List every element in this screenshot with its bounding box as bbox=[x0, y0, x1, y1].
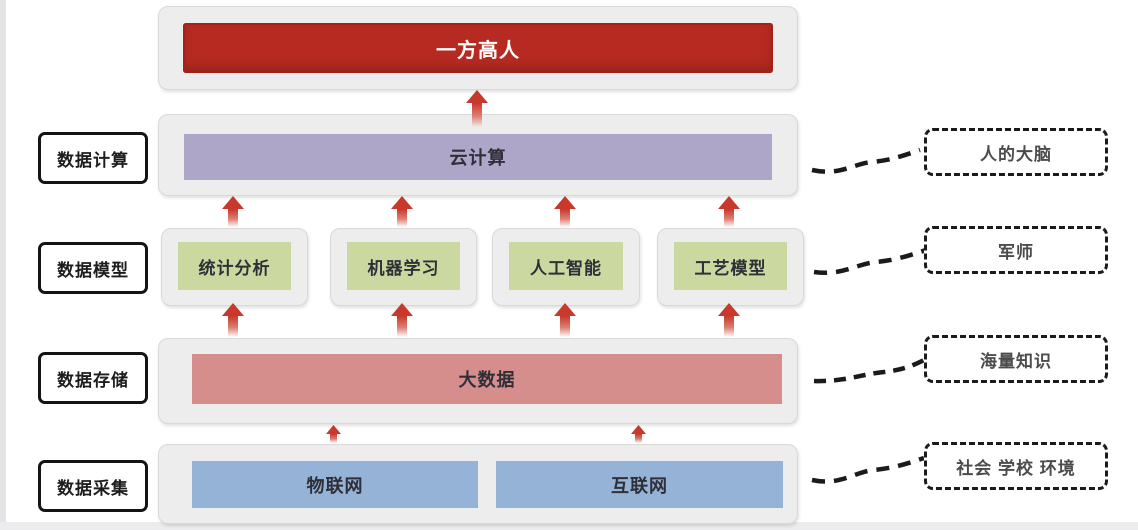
machine-learning-bar: 机器学习 bbox=[347, 242, 460, 290]
cloud-computing-container: 云计算 bbox=[158, 114, 798, 196]
model-box-statistics: 统计分析 bbox=[161, 228, 308, 306]
cloud-computing-bar: 云计算 bbox=[184, 134, 772, 180]
data-collection-container: 物联网 互联网 bbox=[158, 444, 798, 524]
process-model-bar: 工艺模型 bbox=[674, 242, 787, 290]
model-box-machine-learning: 机器学习 bbox=[330, 228, 477, 306]
side-label-data-computing: 数据计算 bbox=[38, 132, 148, 184]
internet-bar: 互联网 bbox=[496, 461, 783, 508]
side-label-data-collection: 数据采集 bbox=[38, 460, 148, 512]
up-arrow-icon bbox=[326, 425, 341, 443]
dashed-connector-adviser bbox=[813, 247, 927, 276]
up-arrow-icon bbox=[466, 90, 488, 127]
statistics-analysis-bar: 统计分析 bbox=[178, 242, 291, 290]
up-arrow-icon bbox=[222, 196, 244, 227]
model-box-ai: 人工智能 bbox=[492, 228, 640, 306]
up-arrow-icon bbox=[554, 303, 576, 337]
iot-bar: 物联网 bbox=[192, 461, 478, 508]
model-box-process-model: 工艺模型 bbox=[657, 228, 804, 306]
artificial-intelligence-bar: 人工智能 bbox=[509, 242, 623, 290]
page-left-edge bbox=[0, 0, 6, 530]
up-arrow-icon bbox=[554, 196, 576, 227]
side-label-data-storage: 数据存储 bbox=[38, 352, 148, 404]
side-label-data-model: 数据模型 bbox=[38, 242, 148, 294]
up-arrow-icon bbox=[631, 425, 646, 443]
dashed-connector-brain bbox=[811, 147, 921, 174]
annotation-society-school-env: 社会 学校 环境 bbox=[924, 442, 1108, 490]
annotation-mass-knowledge: 海量知识 bbox=[924, 335, 1108, 383]
dashed-connector-knowledge bbox=[813, 357, 926, 384]
annotation-human-brain: 人的大脑 bbox=[924, 128, 1108, 176]
big-data-container: 大数据 bbox=[158, 338, 798, 424]
up-arrow-icon bbox=[718, 196, 740, 227]
top-master-container: 一方高人 bbox=[158, 6, 798, 90]
up-arrow-icon bbox=[718, 303, 740, 337]
up-arrow-icon bbox=[222, 303, 244, 337]
page-bottom-edge bbox=[0, 522, 1138, 530]
up-arrow-icon bbox=[391, 303, 413, 337]
big-data-bar: 大数据 bbox=[192, 354, 782, 404]
top-master-bar: 一方高人 bbox=[183, 23, 773, 73]
annotation-adviser: 军师 bbox=[924, 226, 1108, 274]
up-arrow-icon bbox=[391, 196, 413, 227]
dashed-connector-society bbox=[811, 455, 925, 484]
